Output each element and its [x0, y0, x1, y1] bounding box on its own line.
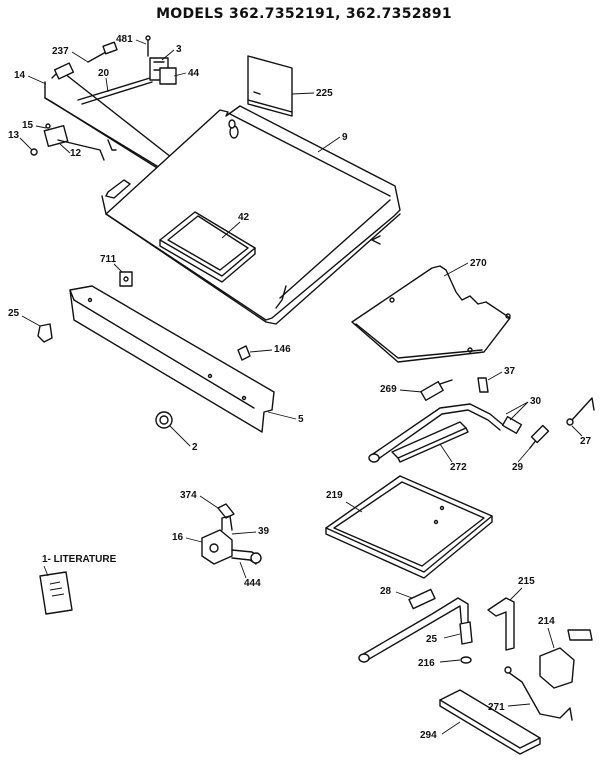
- callout-30: 30: [530, 396, 542, 407]
- part-219-pan: [325, 475, 493, 579]
- callout-16: 16: [172, 532, 184, 543]
- part-5-manifold-panel: [69, 285, 275, 433]
- callout-2: 2: [192, 442, 198, 453]
- callout-269: 269: [380, 384, 397, 395]
- callout-25-left: 25: [8, 308, 20, 319]
- callout-15: 15: [22, 120, 34, 131]
- regulator-assembly: [201, 503, 262, 565]
- callout-5: 5: [298, 414, 304, 425]
- callout-25-bottom: 25: [426, 634, 438, 645]
- callout-28: 28: [380, 586, 392, 597]
- callout-294: 294: [420, 730, 437, 741]
- callout-29: 29: [512, 462, 524, 473]
- callout-146: 146: [274, 344, 291, 355]
- literature-booklet: [39, 571, 73, 615]
- callout-44: 44: [188, 68, 200, 79]
- callout-42: 42: [238, 212, 250, 223]
- callout-237: 237: [52, 46, 69, 57]
- callout-711: 711: [100, 254, 117, 265]
- part-270-pan: [351, 265, 511, 363]
- page-title: MODELS 362.7352191, 362.7352891: [156, 6, 452, 22]
- burner-assembly-bottom: [358, 588, 593, 755]
- callout-272: 272: [450, 462, 467, 473]
- burner-assembly-middle: [368, 377, 595, 463]
- callout-20: 20: [98, 68, 110, 79]
- callout-12: 12: [70, 148, 82, 159]
- callout-literature: 1- LITERATURE: [42, 554, 117, 565]
- callout-219: 219: [326, 490, 343, 501]
- part-9-main-tray: [101, 105, 401, 325]
- callout-214: 214: [538, 616, 555, 627]
- callout-9: 9: [342, 132, 348, 143]
- callout-39: 39: [258, 526, 270, 537]
- callout-225: 225: [316, 88, 333, 99]
- callouts: 237 481 3 44 14 20 225 15 13 12 9 42 711…: [8, 34, 592, 741]
- part-25-clip-left: [37, 323, 53, 343]
- callout-270: 270: [470, 258, 487, 269]
- part-711-clip: [119, 271, 133, 287]
- callout-14: 14: [14, 70, 26, 81]
- part-146-clip: [237, 345, 251, 361]
- callout-271: 271: [488, 702, 505, 713]
- callout-215: 215: [518, 576, 535, 587]
- callout-444: 444: [244, 578, 261, 589]
- callout-37: 37: [504, 366, 516, 377]
- callout-3: 3: [176, 44, 182, 55]
- callout-374: 374: [180, 490, 197, 501]
- part-2-knob: [155, 411, 173, 429]
- callout-27: 27: [580, 436, 592, 447]
- callout-481: 481: [116, 34, 133, 45]
- part-225-plate: [247, 55, 293, 117]
- callout-216: 216: [418, 658, 435, 669]
- callout-13: 13: [8, 130, 20, 141]
